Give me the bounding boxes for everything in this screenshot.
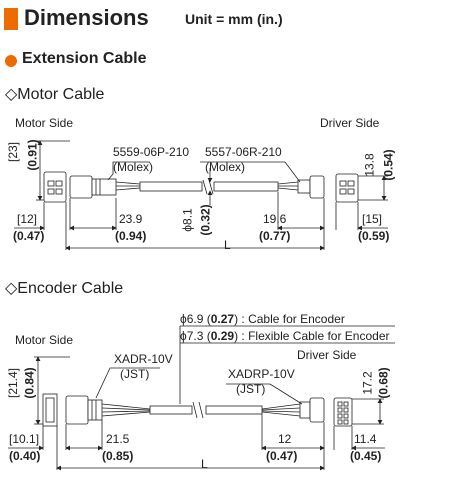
- motor-right-connector-maker: (Molex): [205, 160, 246, 174]
- encoder-left-connector-body: [65, 395, 103, 425]
- motor-width-left-in: (0.47): [13, 229, 45, 243]
- encoder-width-right-in: (0.45): [350, 449, 382, 463]
- motor-left-connector-face: [43, 171, 67, 203]
- encoder-cable-title: ◇Encoder Cable: [5, 280, 124, 297]
- encoder-width-right-mm: 11.4: [354, 432, 377, 446]
- motor-cable-sheath: [139, 181, 203, 192]
- title-accent-bar: [4, 8, 18, 30]
- motor-length-label: L: [224, 238, 231, 252]
- encoder-left-connector-maker: (JST): [120, 367, 150, 381]
- unit-label: Unit = mm (in.): [185, 11, 283, 27]
- encoder-width-left-in: (0.40): [9, 449, 41, 463]
- encoder-left-connector-face: [42, 393, 58, 427]
- section-bullet-icon: [5, 55, 17, 67]
- encoder-cable-sheath: [149, 405, 193, 415]
- motor-width-right-in: (0.59): [358, 229, 390, 243]
- encoder-right-connector-maker: (JST): [236, 382, 266, 396]
- encoder-cable-driver-side-label: Driver Side: [297, 348, 357, 362]
- encoder-width-a-in: (0.85): [102, 449, 134, 463]
- section-title: Extension Cable: [22, 50, 147, 67]
- motor-left-connector-body: [69, 175, 117, 199]
- motor-width-a-in: (0.94): [115, 229, 147, 243]
- motor-cable-motor-side-label: Motor Side: [15, 116, 74, 130]
- motor-width-a-mm: 23.9: [119, 212, 143, 226]
- encoder-right-connector-label: XADRP-10V: [228, 367, 295, 381]
- page-title: Dimensions: [24, 5, 149, 30]
- motor-right-connector-label: 5557-06R-210: [205, 145, 282, 159]
- encoder-length-label: L: [201, 457, 208, 471]
- motor-right-connector-body: [297, 175, 325, 199]
- encoder-width-left-mm: [10.1]: [9, 432, 40, 446]
- encoder-width-a-mm: 21.5: [106, 432, 130, 446]
- encoder-cable-note-1: ϕ6.9 (0.27) : Cable for Encoder: [180, 312, 345, 326]
- motor-width-b-mm: 19.6: [263, 212, 287, 226]
- motor-width-left-mm: [12]: [17, 212, 38, 226]
- encoder-width-b-mm: 12: [278, 432, 292, 446]
- motor-left-connector-label: 5559-06P-210: [113, 145, 190, 159]
- motor-cable-driver-side-label: Driver Side: [320, 116, 380, 130]
- motor-right-connector-face: [335, 173, 359, 203]
- motor-left-connector-maker: (Molex): [113, 160, 154, 174]
- encoder-cable-motor-side-label: Motor Side: [15, 333, 74, 347]
- motor-cable-title: ◇Motor Cable: [5, 86, 105, 103]
- motor-width-right-mm: [15]: [362, 212, 383, 226]
- encoder-right-connector-face: [333, 397, 353, 427]
- encoder-width-b-in: (0.47): [266, 449, 298, 463]
- encoder-right-connector-body: [299, 397, 325, 423]
- motor-width-b-in: (0.77): [259, 229, 291, 243]
- encoder-cable-note-2: ϕ7.3 (0.29) : Flexible Cable for Encoder: [180, 329, 390, 343]
- encoder-left-connector-label: XADR-10V: [114, 352, 173, 366]
